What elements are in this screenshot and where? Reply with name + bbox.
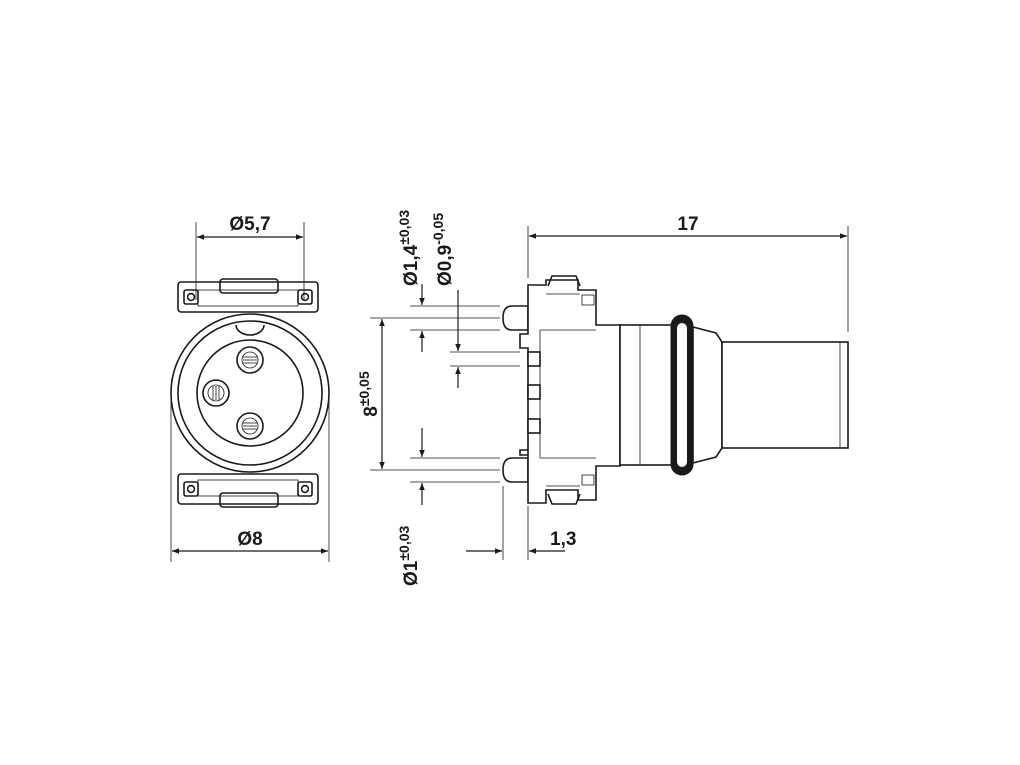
side-housing [519,279,621,504]
side-body [619,324,673,466]
front-face [196,339,304,447]
side-view: 17 1,3 8±0,05 Ø1,4±0,03 [356,210,849,586]
dim-pin-spacing: 8±0,05 [356,317,500,471]
svg-text:Ø0,9-0,05: Ø0,9-0,05 [430,213,456,286]
dim-front-outer-label: Ø5,7 [229,214,270,235]
svg-text:8±0,05: 8±0,05 [356,371,382,417]
svg-text:Ø1,4±0,03: Ø1,4±0,03 [396,210,422,286]
dim-length: 17 [527,214,849,332]
front-contact-left [202,379,230,407]
dim-pin-offset: 1,3 [466,486,576,560]
side-pin-top [502,305,529,331]
dim-pin-spacing-value: 8 [361,406,382,417]
dim-hole-pin-value: Ø1 [401,560,422,586]
dim-hole-pin: Ø1±0,03 [396,428,500,586]
front-contact-top [236,346,264,374]
dim-front-outer: Ø5,7 [195,214,305,300]
dim-hole-large-tol: ±0,03 [396,210,412,245]
front-bottom-flange [177,473,319,508]
front-body-outer [170,313,330,473]
dim-hole-large-value: Ø1,4 [401,244,422,286]
dim-length-label: 17 [677,214,698,235]
dim-hole-pin-tol: ±0,03 [396,525,412,560]
svg-text:Ø1±0,03: Ø1±0,03 [396,525,422,586]
dim-hole-small-value: Ø0,9 [435,245,456,286]
front-view: Ø5,7 Ø8 [170,214,330,562]
front-contact-bottom [236,412,264,440]
front-body-inner [177,320,323,466]
side-neck [692,325,723,465]
dim-front-body-label: Ø8 [237,529,262,550]
dim-pin-offset-label: 1,3 [550,529,576,550]
side-front-cylinder [721,341,849,449]
side-pin-bottom [502,457,529,483]
dim-hole-small-tol: -0,05 [430,213,446,245]
dim-hole-large: Ø1,4±0,03 [396,210,500,352]
dim-pin-spacing-tol: ±0,05 [356,371,372,406]
front-key-notch [235,324,265,336]
front-top-flange [177,278,319,313]
dim-front-body: Ø8 [170,400,330,562]
dim-hole-small: Ø0,9-0,05 [430,213,520,388]
side-terminals [527,351,541,434]
